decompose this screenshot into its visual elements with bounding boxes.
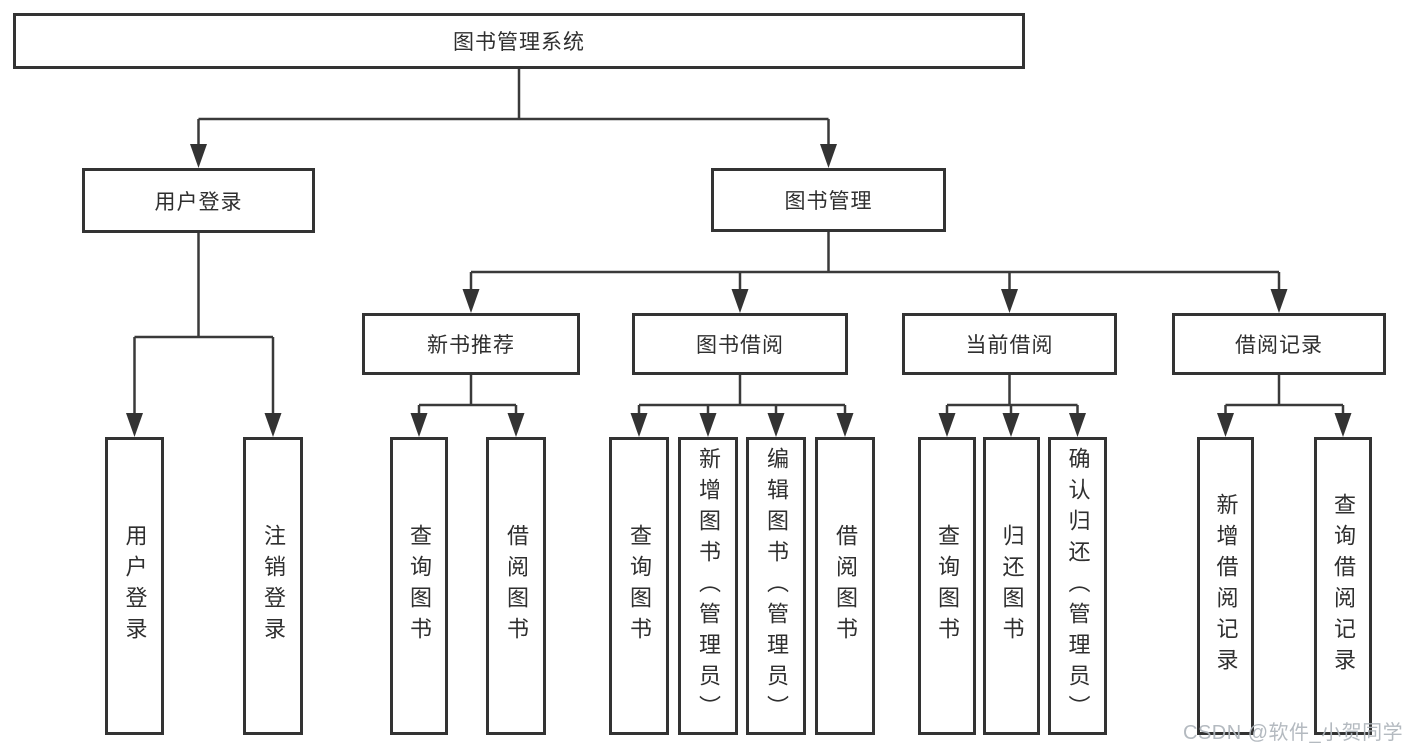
node-user-login-leaf: 用户登录: [105, 437, 164, 735]
node-query-books-borrow: 查询图书: [609, 437, 669, 735]
node-borrow-books-recommend: 借阅图书: [486, 437, 546, 735]
node-query-books-recommend: 查询图书: [390, 437, 448, 735]
node-add-book-admin: 新增图书（管理员）: [678, 437, 738, 735]
node-add-borrow-record: 新增借阅记录: [1197, 437, 1254, 735]
node-query-borrow-record: 查询借阅记录: [1314, 437, 1372, 735]
connector-root: [197, 68, 830, 150]
node-confirm-return-admin: 确认归还（管理员）: [1048, 437, 1107, 735]
node-book-management: 图书管理: [711, 168, 946, 232]
node-return-book: 归还图书: [983, 437, 1040, 735]
node-borrow-book-leaf: 借阅图书: [815, 437, 875, 735]
node-borrow-records: 借阅记录: [1172, 313, 1386, 375]
connector-user-login-group: [133, 233, 275, 419]
node-current-borrow: 当前借阅: [902, 313, 1117, 375]
node-book-borrow: 图书借阅: [632, 313, 848, 375]
node-edit-book-admin: 编辑图书（管理员）: [746, 437, 806, 735]
node-query-books-current: 查询图书: [918, 437, 976, 735]
node-root: 图书管理系统: [13, 13, 1025, 69]
connector-borrow-record-group: [1224, 375, 1345, 419]
connector-new-book-group: [417, 375, 518, 419]
connector-book-borrow-group: [637, 375, 847, 419]
connector-current-borrow-group: [945, 375, 1079, 419]
node-logout: 注销登录: [243, 437, 303, 735]
csdn-watermark: CSDN @软件_小贺同学: [1183, 722, 1404, 744]
connector-book-management-group: [469, 232, 1281, 295]
node-user-login: 用户登录: [82, 168, 315, 233]
node-new-book-recommend: 新书推荐: [362, 313, 580, 375]
